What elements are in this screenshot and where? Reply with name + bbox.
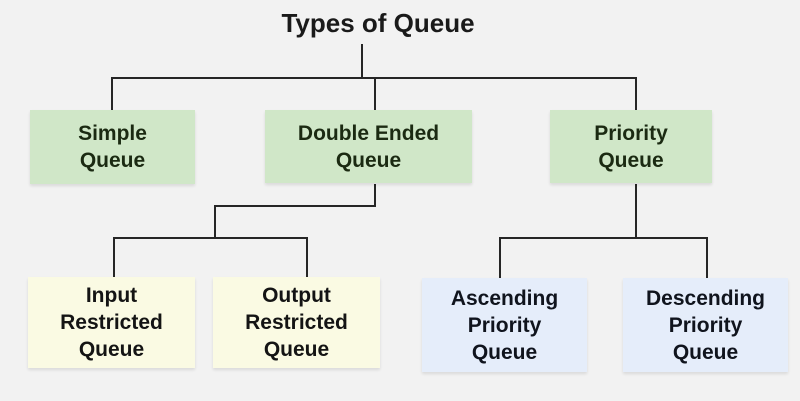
- node-simple-queue: Simple Queue: [30, 110, 195, 184]
- node-label-line: Priority: [467, 313, 542, 337]
- node-label-line: Priority: [594, 121, 668, 145]
- node-label-line: Ascending: [450, 286, 559, 310]
- node-input-restricted-queue: Input Restricted Queue: [28, 277, 195, 368]
- diagram-title: Types of Queue: [281, 8, 475, 38]
- node-label-line: Queue: [78, 338, 145, 361]
- node-label-line: Restricted: [245, 311, 348, 334]
- node-label-line: Priority: [668, 313, 743, 337]
- node-output-restricted-queue: Output Restricted Queue: [213, 277, 380, 368]
- node-label-line: Simple: [78, 122, 147, 145]
- node-label-line: Double Ended: [297, 121, 440, 145]
- node-label-line: Queue: [335, 148, 402, 172]
- node-label-line: Queue: [263, 338, 330, 361]
- node-label-line: Output: [262, 284, 331, 307]
- node-label-line: Queue: [672, 340, 739, 364]
- node-label-line: Queue: [79, 149, 146, 172]
- node-ascending-priority-queue: Ascending Priority Queue: [422, 278, 587, 372]
- node-descending-priority-queue: Descending Priority Queue: [623, 278, 788, 372]
- node-priority-queue: Priority Queue: [550, 110, 712, 183]
- node-label-line: Queue: [471, 340, 538, 364]
- node-label-line: Restricted: [60, 311, 163, 334]
- node-label-line: Queue: [598, 148, 664, 172]
- node-label-line: Descending: [645, 286, 766, 310]
- node-double-ended-queue: Double Ended Queue: [265, 110, 472, 183]
- connector-deq-elbow: [214, 184, 376, 238]
- connector-priority-rail: [499, 237, 708, 278]
- connector-restricted-rail: [113, 237, 308, 277]
- node-label-line: Input: [85, 284, 138, 307]
